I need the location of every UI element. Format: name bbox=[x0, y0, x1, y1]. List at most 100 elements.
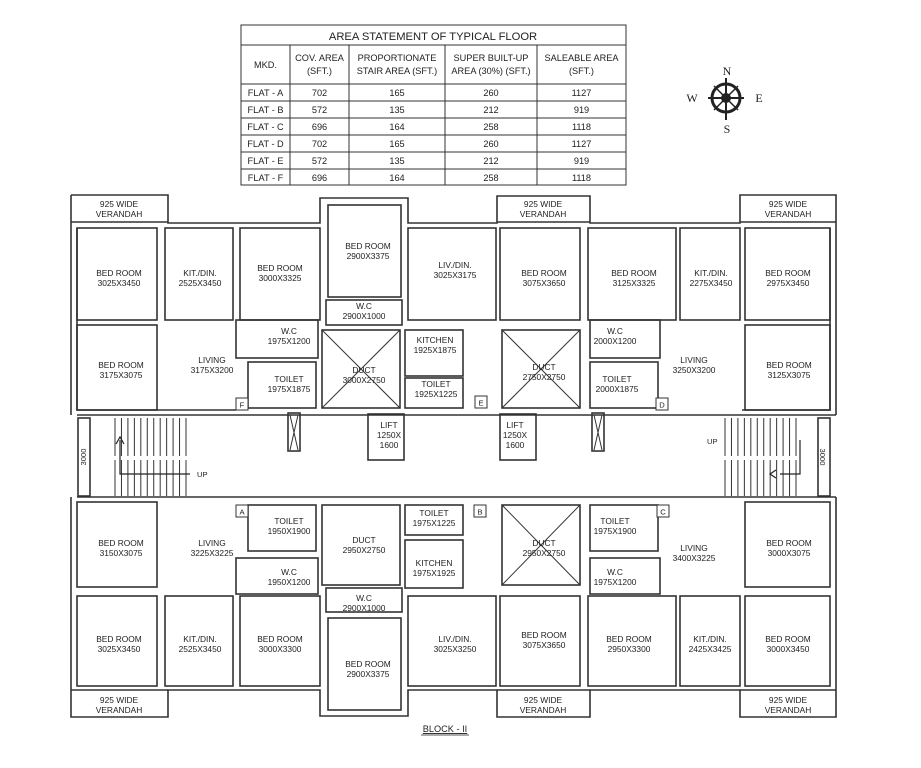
room-label-f-bedroom-1: BED ROOM bbox=[96, 268, 142, 278]
table-row-label: FLAT - E bbox=[248, 156, 284, 166]
table-header-4: SALEABLE AREA bbox=[544, 53, 619, 63]
room-label-b-duct: 2950X2750 bbox=[343, 545, 386, 555]
room-label-b-bedroom-2: BED ROOM bbox=[345, 659, 391, 669]
compass-east-label: E bbox=[755, 91, 762, 105]
room-label-verandah-bot-right: VERANDAH bbox=[765, 705, 812, 715]
area-statement-table bbox=[240, 24, 627, 186]
room-label-e-livdin: 3025X3175 bbox=[434, 270, 477, 280]
room-label-b-bedroom-1: 3075X3650 bbox=[523, 640, 566, 650]
room-label-lift-right: 1250X bbox=[503, 430, 528, 440]
room-label-f-toilet: 1975X1875 bbox=[268, 384, 311, 394]
table-cell: 919 bbox=[574, 156, 589, 166]
room-label-d-bedroom-3: 3125X3075 bbox=[768, 370, 811, 380]
flat-marker-e: E bbox=[478, 399, 483, 408]
room-label-c-bedroom-1: BED ROOM bbox=[766, 538, 812, 548]
room-label-f-bedroom-3: BED ROOM bbox=[98, 360, 144, 370]
room-label-f-kitdin: KIT./DIN. bbox=[183, 268, 217, 278]
stair-left-dimension: 3000 bbox=[79, 449, 88, 466]
table-cell: 919 bbox=[574, 105, 589, 115]
room-label-e-toilet: 1925X1225 bbox=[415, 389, 458, 399]
stair-left-up-label: UP bbox=[197, 470, 208, 479]
room-label-d-duct: 2750X2750 bbox=[523, 372, 566, 382]
table-header-1: (SFT.) bbox=[307, 66, 332, 76]
room-label-c-living: LIVING bbox=[680, 543, 707, 553]
table-header-3: AREA (30%) (SFT.) bbox=[451, 66, 530, 76]
room-label-a-wc: 1950X1200 bbox=[268, 577, 311, 587]
room-label-a-living: 3225X3225 bbox=[191, 548, 234, 558]
block-caption: BLOCK - II bbox=[423, 724, 467, 734]
table-row-label: FLAT - C bbox=[247, 122, 284, 132]
room-label-e-wc: 2900X1000 bbox=[343, 311, 386, 321]
table-header-1: COV. AREA bbox=[295, 53, 345, 63]
room-label-lift-right: 1600 bbox=[506, 440, 525, 450]
room-label-verandah-top-mid: VERANDAH bbox=[520, 209, 567, 219]
table-cell: 212 bbox=[483, 105, 498, 115]
room-label-f-kitdin: 2525X3450 bbox=[179, 278, 222, 288]
room-label-e-livdin: LIV./DIN. bbox=[438, 260, 471, 270]
room-label-e-toilet: TOILET bbox=[421, 379, 450, 389]
room-label-lift-right: LIFT bbox=[506, 420, 523, 430]
room-label-c-toilet: 1975X1900 bbox=[594, 526, 637, 536]
room-label-a-bedroom-2: 3025X3450 bbox=[98, 644, 141, 654]
room-label-d-wc: W.C bbox=[607, 326, 623, 336]
room-label-b-bedroom-2: 2900X3375 bbox=[347, 669, 390, 679]
room-label-c-duct: 2950X2750 bbox=[523, 548, 566, 558]
room-label-d-toilet: TOILET bbox=[602, 374, 631, 384]
room-label-e-kitchen: 1925X1875 bbox=[414, 345, 457, 355]
room-label-lift-left: LIFT bbox=[380, 420, 397, 430]
flat-marker-d: D bbox=[659, 401, 665, 410]
table-cell: 212 bbox=[483, 156, 498, 166]
table-cell: 165 bbox=[389, 88, 404, 98]
room-label-a-bedroom-3: BED ROOM bbox=[257, 634, 303, 644]
table-cell: 702 bbox=[312, 139, 327, 149]
room-label-e-duct: DUCT bbox=[352, 365, 375, 375]
room-label-a-bedroom-1: BED ROOM bbox=[98, 538, 144, 548]
compass-north-label: N bbox=[723, 64, 732, 78]
room-label-b-kitchen: 1975X1925 bbox=[413, 568, 456, 578]
room-label-f-bedroom-1: 3025X3450 bbox=[98, 278, 141, 288]
room-label-b-toilet: 1975X1225 bbox=[413, 518, 456, 528]
table-cell: 702 bbox=[312, 88, 327, 98]
table-cell: 258 bbox=[483, 122, 498, 132]
table-cell: 572 bbox=[312, 105, 327, 115]
duct-hatching bbox=[289, 329, 603, 586]
room-label-b-toilet: TOILET bbox=[419, 508, 448, 518]
room-label-f-living: LIVING bbox=[198, 355, 225, 365]
room-label-a-wc: W.C bbox=[281, 567, 297, 577]
room-label-e-bedroom-1: BED ROOM bbox=[345, 241, 391, 251]
room-label-d-living: LIVING bbox=[680, 355, 707, 365]
staircase-right bbox=[724, 418, 797, 496]
room-label-b-bedroom-1: BED ROOM bbox=[521, 630, 567, 640]
flat-marker-c: C bbox=[660, 508, 666, 517]
area-table-title: AREA STATEMENT OF TYPICAL FLOOR bbox=[329, 31, 537, 43]
room-label-a-toilet: 1950X1900 bbox=[268, 526, 311, 536]
room-label-c-kitdin: 2425X3425 bbox=[689, 644, 732, 654]
room-label-c-toilet: TOILET bbox=[600, 516, 629, 526]
room-label-c-bedroom-2: 2950X3300 bbox=[608, 644, 651, 654]
room-label-f-toilet: TOILET bbox=[274, 374, 303, 384]
room-label-e-duct: 3000X2750 bbox=[343, 375, 386, 385]
room-label-a-toilet: TOILET bbox=[274, 516, 303, 526]
stair-arrows bbox=[115, 435, 801, 479]
room-label-e-kitchen: KITCHEN bbox=[417, 335, 454, 345]
table-cell: 1127 bbox=[572, 139, 592, 149]
room-label-a-kitdin: 2525X3450 bbox=[179, 644, 222, 654]
table-cell: 1127 bbox=[572, 88, 592, 98]
table-cell: 164 bbox=[389, 173, 404, 183]
room-label-a-bedroom-3: 3000X3300 bbox=[259, 644, 302, 654]
room-label-lift-left: 1600 bbox=[380, 440, 399, 450]
staircase-left bbox=[114, 418, 187, 496]
room-label-e-wc: W.C bbox=[356, 301, 372, 311]
room-label-c-living: 3400X3225 bbox=[673, 553, 716, 563]
table-cell: 696 bbox=[312, 173, 327, 183]
room-label-d-bedroom-2: BED ROOM bbox=[765, 268, 811, 278]
table-row-label: FLAT - B bbox=[248, 105, 284, 115]
table-header-3: SUPER BUILT-UP bbox=[454, 53, 529, 63]
flat-marker-f: F bbox=[240, 401, 245, 410]
table-cell: 135 bbox=[389, 105, 404, 115]
table-cell: 164 bbox=[389, 122, 404, 132]
room-label-verandah-bot-mid: 925 WIDE bbox=[524, 695, 563, 705]
table-cell: 258 bbox=[483, 173, 498, 183]
room-label-d-bedroom-1: 3125X3325 bbox=[613, 278, 656, 288]
